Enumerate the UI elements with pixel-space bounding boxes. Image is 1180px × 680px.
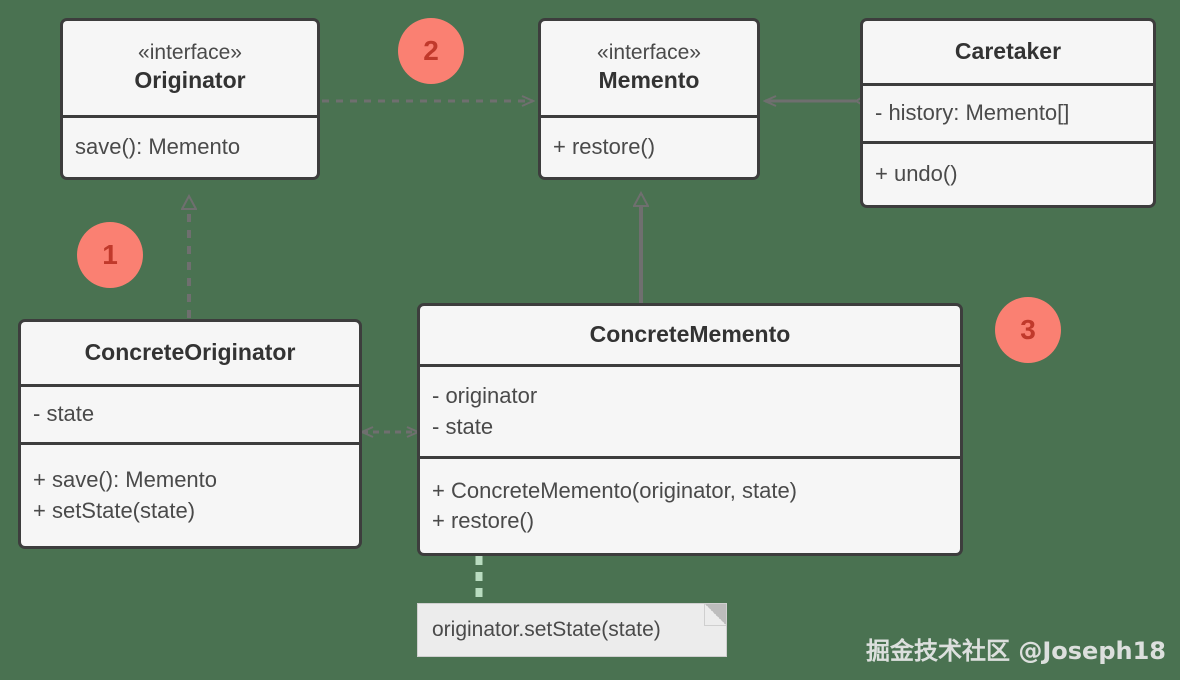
class-name: ConcreteMemento [589, 321, 791, 348]
class-box-concrete-memento[interactable]: ConcreteMemento - originator - state + C… [417, 303, 963, 556]
member-item: + setState(state) [33, 497, 196, 523]
note-fold-corner-icon [704, 604, 726, 626]
class-attributes-concrete-originator: - state [21, 384, 359, 442]
member-item: - state [432, 413, 494, 439]
note-text: originator.setState(state) [432, 618, 661, 641]
member-item: + restore() [553, 134, 656, 160]
annotation-badge-3[interactable]: 3 [995, 297, 1061, 363]
class-stereotype: «interface» [138, 40, 242, 64]
class-methods-originator: save(): Memento [63, 115, 317, 177]
class-box-caretaker[interactable]: Caretaker - history: Memento[] + undo() [860, 18, 1156, 208]
member-item: - history: Memento[] [875, 100, 1070, 126]
badge-label: 2 [423, 35, 439, 66]
annotation-badge-1[interactable]: 1 [77, 222, 143, 288]
member-item: + restore() [432, 508, 535, 533]
class-header-caretaker: Caretaker [863, 21, 1153, 83]
class-box-memento[interactable]: «interface» Memento + restore() [538, 18, 760, 180]
annotation-badge-2[interactable]: 2 [398, 18, 464, 84]
class-methods-memento: + restore() [541, 115, 757, 177]
member-item: - state [33, 401, 95, 427]
class-header-concrete-memento: ConcreteMemento [420, 306, 960, 364]
class-box-concrete-originator[interactable]: ConcreteOriginator - state + save(): Mem… [18, 319, 362, 549]
member-item: save(): Memento [75, 134, 241, 160]
member-item: + undo() [875, 161, 958, 187]
class-name: Memento [598, 67, 700, 94]
member-item: - originator [432, 383, 538, 409]
class-header-concrete-originator: ConcreteOriginator [21, 322, 359, 384]
class-header-memento: «interface» Memento [541, 21, 757, 115]
class-header-originator: «interface» Originator [63, 21, 317, 115]
member-item: + save(): Memento [33, 467, 218, 493]
class-name: ConcreteOriginator [84, 339, 296, 366]
member-item: + ConcreteMemento(originator, state) [432, 477, 798, 503]
class-name: Originator [134, 67, 246, 94]
class-name: Caretaker [954, 38, 1062, 65]
badge-label: 3 [1020, 314, 1036, 345]
class-attributes-concrete-memento: - originator - state [420, 364, 960, 456]
class-methods-caretaker: + undo() [863, 141, 1153, 205]
class-box-originator[interactable]: «interface» Originator save(): Memento [60, 18, 320, 180]
class-methods-concrete-originator: + save(): Memento + setState(state) [21, 442, 359, 546]
note-box-setstate[interactable]: originator.setState(state) [417, 603, 727, 657]
class-stereotype: «interface» [597, 40, 701, 64]
badge-label: 1 [102, 239, 118, 270]
class-attributes-caretaker: - history: Memento[] [863, 83, 1153, 141]
class-methods-concrete-memento: + ConcreteMemento(originator, state) + r… [420, 456, 960, 553]
watermark-text: 掘金技术社区 @Joseph18 [866, 637, 1166, 665]
